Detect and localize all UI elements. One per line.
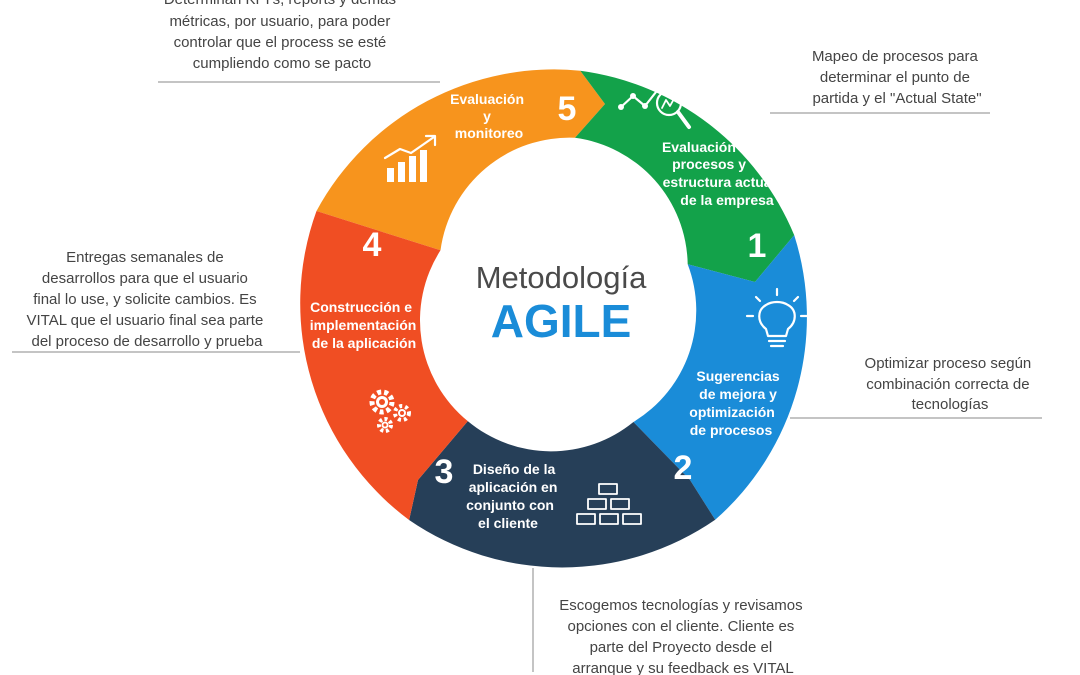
lightbulb-icon — [745, 287, 809, 348]
gears-icon — [369, 389, 411, 433]
segment-step-3 — [409, 421, 716, 568]
note-step-4: Entregas semanales de desarrollos para q… — [27, 249, 268, 350]
center-label: Metodología AGILE — [476, 260, 647, 347]
step-number-4: 4 — [363, 226, 382, 264]
segment-step-5 — [316, 69, 605, 251]
note-step-2: Optimizar proceso según combinación corr… — [865, 355, 1036, 413]
bar-chart-growth-icon — [383, 134, 437, 182]
step-number-1: 1 — [748, 227, 767, 265]
leader-lines — [12, 81, 1042, 672]
step-number-5: 5 — [558, 90, 577, 128]
analytics-search-icon — [618, 89, 691, 129]
note-step-1: Mapeo de procesos para determinar el pun… — [812, 48, 982, 107]
step-title-3: Diseño de la aplicación en conjunto con … — [466, 461, 561, 531]
bricks-icon — [576, 483, 642, 525]
step-number-2: 2 — [674, 449, 693, 487]
step-title-1: Evaluación de procesos y estructura actu… — [662, 139, 779, 208]
center-title: Metodología — [476, 260, 647, 295]
step-number-3: 3 — [435, 453, 454, 491]
cycle-ring — [300, 69, 807, 568]
center-title-emphasis: AGILE — [491, 295, 632, 347]
step-title-5: Evaluación y monitoreo — [450, 91, 528, 141]
step-title-4: Construcción e implementación de la apli… — [310, 299, 420, 351]
segment-step-4 — [300, 211, 468, 520]
segment-step-1 — [575, 70, 795, 282]
step-title-2: Sugerencias de mejora y optimización de … — [689, 368, 783, 438]
note-step-5: Determinan KPI's, reports y demás métric… — [164, 0, 400, 72]
note-step-3: Escogemos tecnologías y revisamos opcion… — [559, 597, 807, 675]
